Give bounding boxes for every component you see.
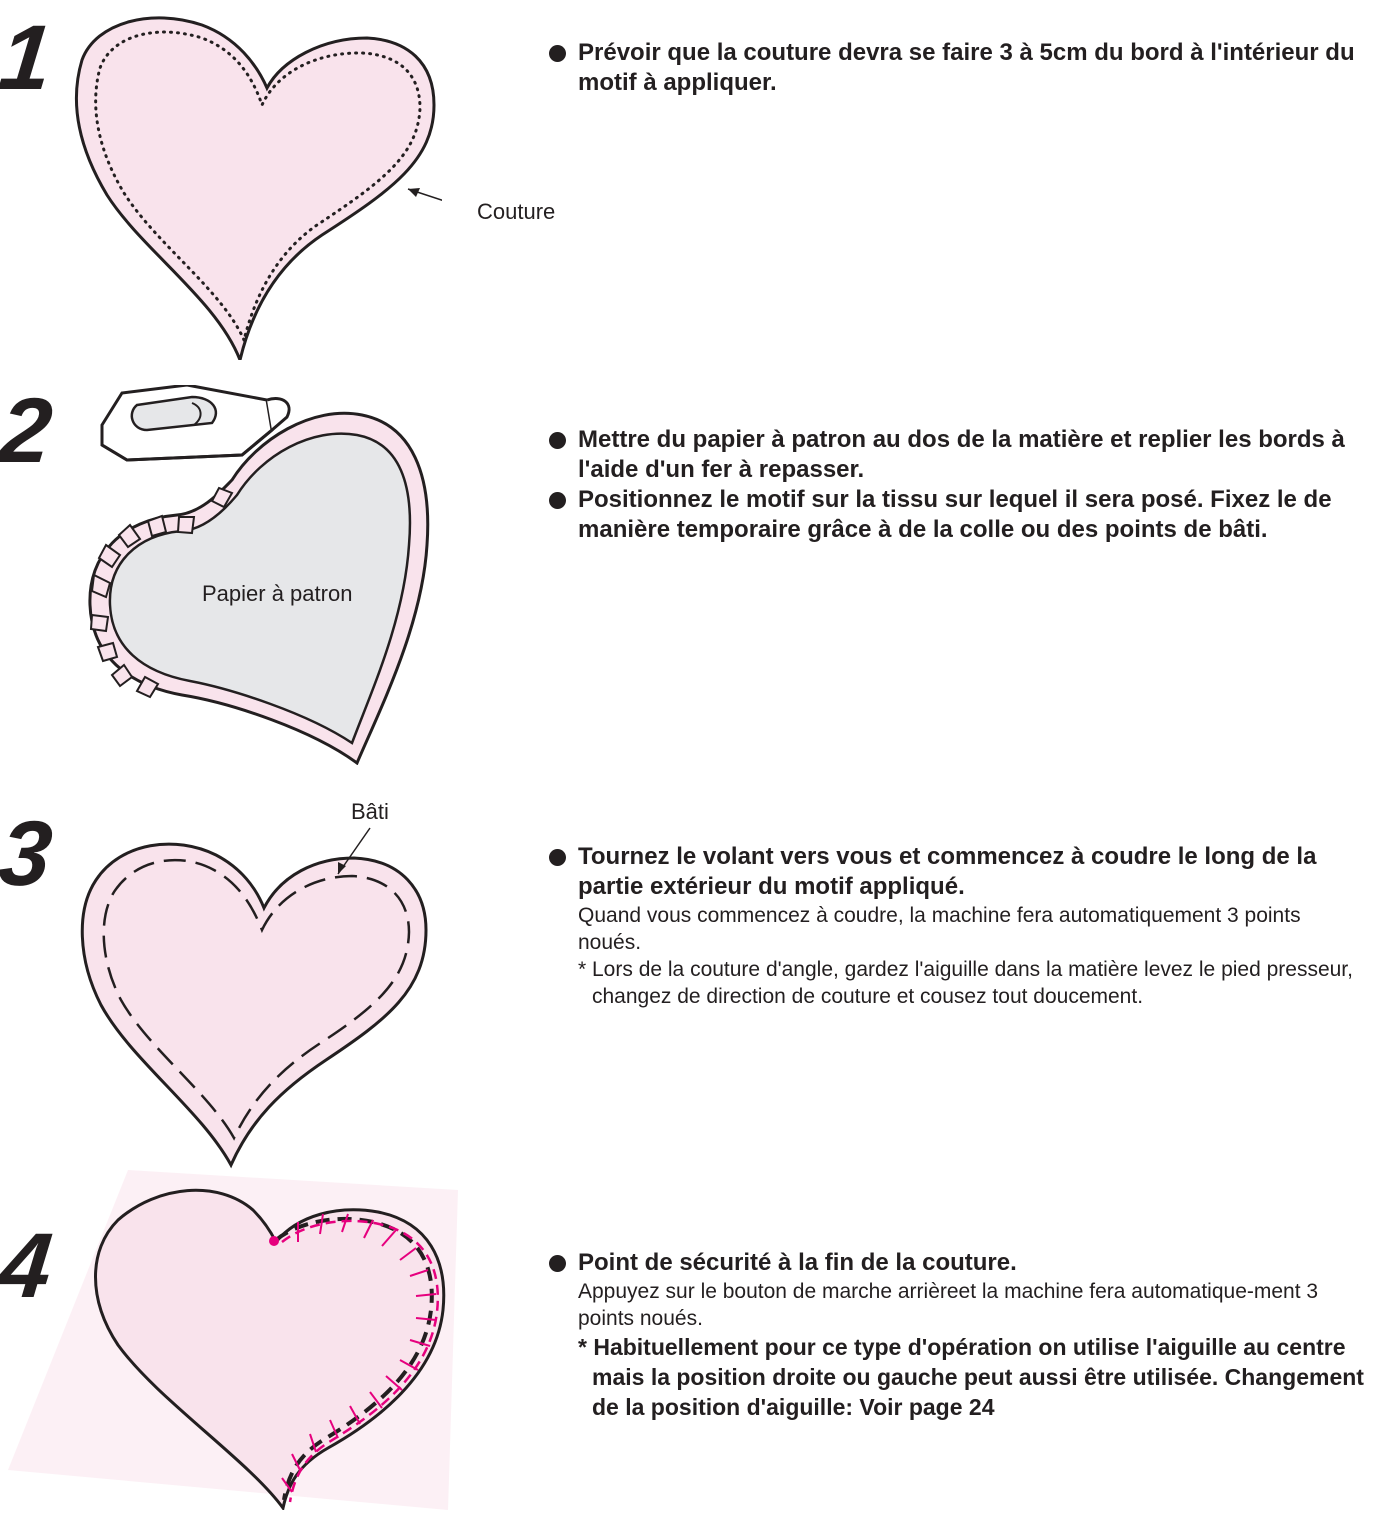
step-1-text: Prévoir que la couture devra se faire 3 … (548, 38, 1368, 98)
step-3-bullet-1: Tournez le volant vers vous et commencez… (548, 842, 1368, 902)
step-3-note: * Lors de la couture d'angle, gardez l'a… (578, 958, 1353, 1008)
heart-figure-step-3 (80, 827, 428, 1169)
heart-figure-step-4 (8, 1170, 458, 1510)
step-2-bullet-1: Mettre du papier à patron au dos de la m… (548, 425, 1368, 485)
step-2-bullet-2: Positionnez le motif sur la tissu sur le… (548, 485, 1368, 545)
bati-label: Bâti (351, 799, 389, 824)
step-3-number: 3 (0, 803, 57, 905)
step-1-number: 1 (0, 7, 57, 109)
step-4-bullet-1: Point de sécurité à la fin de la couture… (548, 1248, 1368, 1278)
step-3-text: Tournez le volant vers vous et commencez… (548, 842, 1368, 1010)
step-1-bullet-1: Prévoir que la couture devra se faire 3 … (548, 38, 1368, 98)
step-2-number: 2 (0, 380, 57, 482)
step-4-text: Appuyez sur le bouton de marche arrièree… (578, 1280, 1319, 1330)
heart-figure-step-2 (88, 385, 430, 765)
step-4-text: Point de sécurité à la fin de la couture… (548, 1248, 1368, 1422)
heart-figure-step-1 (74, 16, 442, 360)
couture-label: Couture (477, 199, 556, 224)
papier-a-patron-label: Papier à patron (202, 581, 353, 606)
step-4-note: * Habituellement pour ce type d'opératio… (578, 1334, 1364, 1420)
step-2-text: Mettre du papier à patron au dos de la m… (548, 425, 1368, 545)
step-3-text: Quand vous commencez à coudre, la machin… (578, 904, 1301, 954)
